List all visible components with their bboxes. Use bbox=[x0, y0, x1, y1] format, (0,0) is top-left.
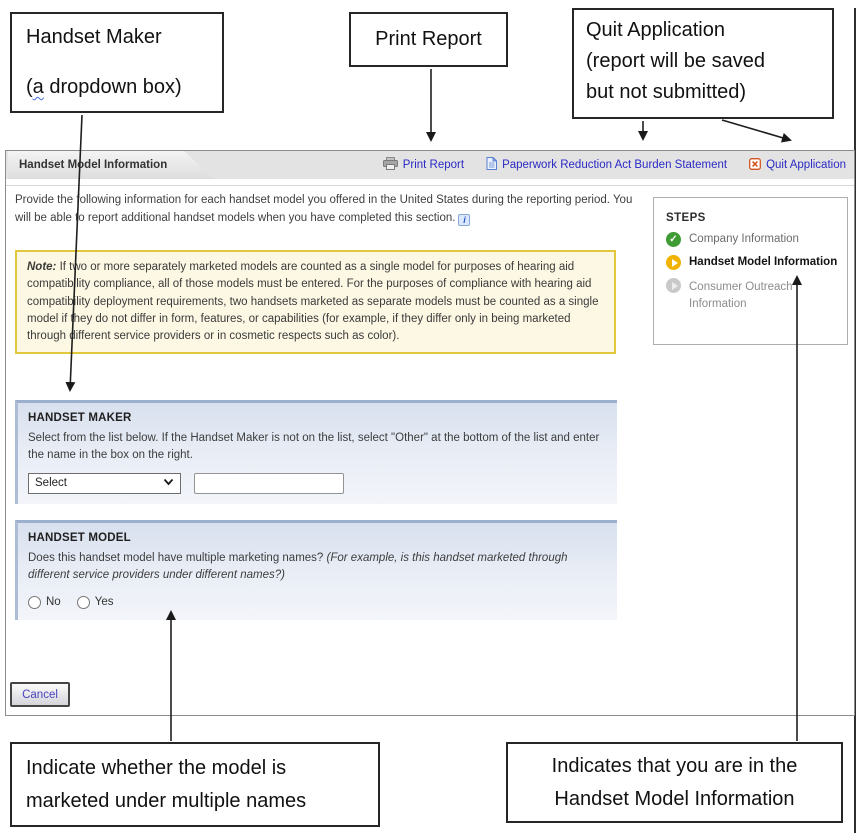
tab-handset-model-information[interactable]: Handset Model Information bbox=[8, 151, 214, 179]
note-box: Note: If two or more separately marketed… bbox=[15, 250, 616, 355]
callout-line: (report will be saved bbox=[586, 50, 765, 72]
step-company-information: ✓ Company Information bbox=[666, 232, 847, 247]
step-consumer-outreach-information: Consumer Outreach Information bbox=[666, 278, 847, 312]
document-icon bbox=[486, 156, 498, 173]
handset-maker-select[interactable]: Select bbox=[28, 472, 181, 494]
callout-print-report: Print Report bbox=[349, 12, 508, 67]
selected-value: Select bbox=[35, 477, 67, 489]
handset-model-form-panel: Handset Model Information Print Report P… bbox=[5, 150, 855, 716]
steps-panel: STEPS ✓ Company Information Handset Mode… bbox=[653, 197, 848, 345]
step-pending-arrow-icon bbox=[666, 278, 681, 293]
radio-option-no: No bbox=[28, 595, 61, 609]
steps-title: STEPS bbox=[666, 212, 706, 224]
radio-no[interactable] bbox=[28, 595, 41, 609]
marketing-names-radio-group: No Yes bbox=[28, 595, 617, 609]
intro-text: Provide the following information for ea… bbox=[15, 194, 633, 226]
quit-x-icon bbox=[749, 157, 762, 173]
print-report-link[interactable]: Print Report bbox=[382, 157, 464, 173]
step-current-arrow-icon bbox=[666, 255, 681, 270]
header-bar: Handset Model Information Print Report P… bbox=[6, 151, 854, 179]
page-edge-line bbox=[854, 8, 856, 833]
header-divider bbox=[6, 185, 854, 186]
handset-maker-instructions: Select from the list below. If the Hands… bbox=[28, 432, 600, 462]
radio-option-yes: Yes bbox=[76, 595, 114, 609]
cancel-button[interactable]: Cancel bbox=[10, 682, 70, 707]
callout-line: but not submitted) bbox=[586, 81, 747, 103]
callout-line: Quit Application bbox=[586, 19, 725, 41]
handset-model-section: HANDSET MODEL Does this handset model ha… bbox=[15, 520, 617, 620]
handset-maker-title: HANDSET MAKER bbox=[28, 412, 132, 424]
radio-no-label: No bbox=[46, 596, 61, 608]
callout-line: Indicate whether the model is bbox=[26, 757, 287, 779]
callout-quit-application: Quit Application (report will be saved b… bbox=[572, 8, 834, 119]
callout-line: marketed under multiple names bbox=[26, 790, 307, 812]
handset-maker-other-input[interactable] bbox=[194, 472, 344, 494]
handset-model-title: HANDSET MODEL bbox=[28, 532, 131, 544]
step-handset-model-information: Handset Model Information bbox=[666, 255, 847, 270]
quit-application-link[interactable]: Quit Application bbox=[749, 157, 846, 173]
callout-multiple-names: Indicate whether the model is marketed u… bbox=[10, 742, 380, 827]
paperwork-statement-link[interactable]: Paperwork Reduction Act Burden Statement bbox=[486, 156, 727, 173]
printer-icon bbox=[382, 157, 398, 173]
note-text: If two or more separately marketed model… bbox=[27, 261, 599, 342]
callout-handset-maker: Handset Maker (a dropdown box) bbox=[10, 12, 224, 113]
callout-line: Indicates that you are in the bbox=[551, 755, 798, 777]
note-label: Note: bbox=[27, 261, 57, 273]
radio-yes[interactable] bbox=[76, 595, 90, 609]
spellcheck-squiggle-word: a bbox=[32, 76, 44, 98]
step-complete-check-icon: ✓ bbox=[666, 232, 681, 247]
chevron-down-icon bbox=[163, 477, 174, 489]
callout-line: Print Report bbox=[375, 28, 482, 50]
handset-model-question: Does this handset model have multiple ma… bbox=[28, 552, 568, 582]
handset-maker-section: HANDSET MAKER Select from the list below… bbox=[15, 400, 617, 504]
callout-line: Handset Maker bbox=[26, 26, 162, 48]
callout-line: (a dropdown box) bbox=[26, 76, 182, 98]
callout-current-step: Indicates that you are in the Handset Mo… bbox=[506, 742, 843, 823]
toolbar: Print Report Paperwork Reduction Act Bur… bbox=[382, 151, 846, 179]
handset-maker-controls: Select bbox=[28, 472, 617, 494]
info-icon[interactable]: i bbox=[458, 213, 471, 226]
radio-yes-label: Yes bbox=[94, 596, 114, 608]
question-example: (For example, is this handset marketed t… bbox=[28, 552, 568, 582]
leader-quit-application bbox=[721, 119, 792, 143]
callout-line: Handset Model Information bbox=[554, 788, 795, 810]
